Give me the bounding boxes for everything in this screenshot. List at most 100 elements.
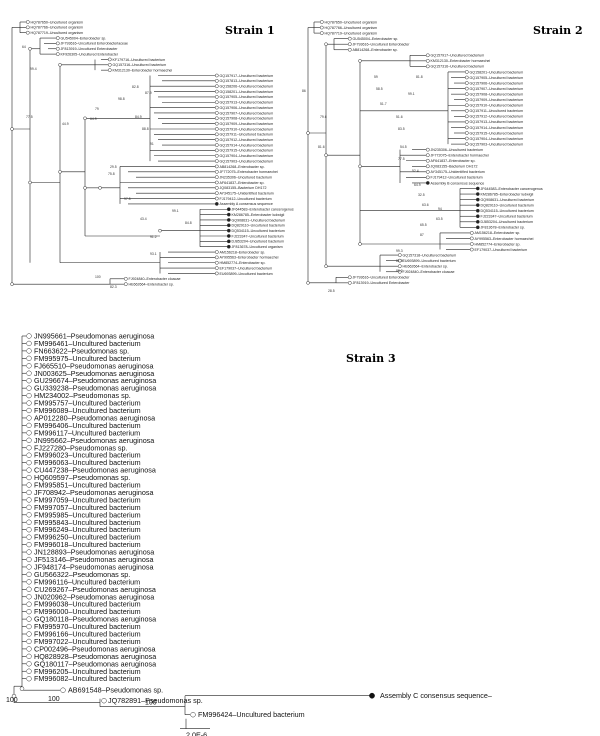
bootstrap-value: 32.5 (418, 193, 425, 197)
tree-node (464, 97, 469, 102)
tree-node (55, 36, 60, 40)
tree-node (464, 81, 469, 85)
tree-node (214, 84, 219, 89)
taxon-label: GQ157913–Uncultured bacterium (470, 120, 524, 124)
tree-node (226, 244, 231, 249)
tree-node (347, 47, 352, 52)
taxon-label: JF793616–Uncultured Enterobacteriaceae (61, 42, 129, 46)
tree-node (347, 42, 352, 47)
taxon-label: GQ158206–Uncultured bacterium (220, 85, 274, 89)
taxon-label: DQ534115–Uncultured bacterium (232, 229, 285, 233)
taxon-label: FJ665510–Pseudomonas aeruginosa (34, 361, 153, 370)
tree-node (26, 497, 32, 503)
taxon-label: EU693899–Uncultured bacterium (403, 259, 456, 263)
tree-node (26, 653, 32, 660)
bootstrap-value: 87 (420, 233, 424, 237)
taxon-label: JF644583–Enterobacter cancerogenus (481, 187, 543, 191)
taxon-label: GQ157917–Uncultured bacterium (220, 74, 274, 78)
taxon-label: FM996038–Uncultured bacterium (34, 600, 141, 609)
tree-node (464, 125, 469, 130)
tree-node (26, 348, 32, 354)
taxon-label: GQ157915–Uncultured bacterium (470, 131, 524, 135)
tree-node (26, 407, 32, 414)
tree-node (464, 86, 469, 91)
strain3-title: Strain 3 (346, 352, 396, 365)
tree-node (464, 103, 469, 108)
tree-node (358, 164, 362, 169)
taxon-label: GU545004–Enterobacter sp. (353, 37, 399, 41)
taxon-label: HQ609597–Pseudomonas sp. (34, 473, 130, 482)
bootstrap-value: 88.8 (142, 127, 149, 131)
taxon-label: FJ179412–Uncultured bacterium (431, 176, 483, 180)
bootstrap-value: 99.1 (172, 209, 179, 213)
tree-node (306, 281, 310, 285)
tree-node (101, 698, 107, 704)
tree-node (98, 186, 102, 190)
taxon-label: GQ157904–Uncultured bacterium (220, 154, 274, 158)
tree-node (347, 275, 352, 280)
tree-node (319, 25, 324, 30)
tree-node (190, 712, 196, 718)
tree-node (26, 646, 32, 652)
tree-node (324, 153, 328, 157)
tree-node (26, 527, 32, 533)
taxon-label: DQ829110–Uncultured bacterium (232, 224, 285, 228)
taxon-label: GQ157912–Uncultured bacterium (470, 115, 524, 119)
taxon-label: GQ157906–Uncultured bacterium (470, 81, 524, 85)
tree-node (26, 452, 32, 458)
tree-node (26, 378, 32, 384)
tree-node (26, 586, 32, 592)
taxon-label: AF641837–Enterobacter sp. (220, 181, 265, 185)
taxon-label: JF793616–Uncultured Enterobacter (353, 43, 411, 47)
tree-node (26, 541, 32, 548)
tree-node (469, 247, 474, 252)
taxon-label: JN235306–Uncultured bacterium (220, 175, 273, 179)
tree-node (123, 282, 128, 286)
taxon-label: GQ157906–Uncultured bacterium (220, 106, 274, 110)
tree-node (83, 186, 87, 190)
taxon-label: AY345175–Unidentified bacterium (220, 192, 274, 196)
tree-node (25, 20, 30, 24)
taxon-label: CU269267–Pseudomonas aeruginosa (34, 585, 156, 594)
taxon-label: KM312130–Enterobacter hormaechei (431, 59, 491, 63)
taxon-label: JF772075–Enterobacter hormaechei (431, 154, 490, 158)
tree-node (475, 208, 480, 213)
taxon-label: KF179716–Uncultured bacterium (113, 58, 166, 62)
bootstrap-value: 81.9 (396, 259, 403, 263)
tree-node (107, 62, 112, 67)
taxon-label: EU693899–Uncultured bacterium (220, 272, 273, 276)
tree-node (19, 686, 25, 691)
bootstrap-value: 99.3 (396, 249, 403, 253)
tree-node (347, 36, 352, 41)
tree-node (464, 75, 469, 80)
tree-node (28, 180, 32, 185)
bootstrap-value: 100 (145, 700, 157, 707)
tree-node (464, 92, 469, 97)
tree-node (58, 63, 62, 67)
taxon-label: KM286785–Enterobacter ludwigii (232, 213, 285, 217)
taxon-label: JN003625–Pseudomonas aeruginosa (34, 369, 154, 378)
tree-node (107, 68, 112, 73)
taxon-label: FM995985–Uncultured bacterium (34, 510, 141, 519)
tree-node (469, 236, 474, 241)
tree-node (214, 159, 219, 163)
bootstrap-value: 63.6 (422, 203, 429, 207)
tree-node (26, 392, 32, 399)
tree-node (214, 73, 219, 78)
taxon-label: AY345175–Unidentified bacterium (431, 170, 485, 174)
taxon-label: HE662664–Enterobacter sp. (129, 282, 174, 286)
taxon-label: HQ787766–Uncultured organism (31, 26, 84, 30)
tree-node (26, 668, 32, 674)
tree-node (464, 120, 469, 124)
taxon-label: FM996082–Uncultured bacterium (34, 674, 141, 683)
tree-node (358, 242, 362, 246)
bootstrap-value: 79 (95, 107, 99, 111)
tree-node (397, 258, 402, 263)
tree-node (226, 239, 231, 244)
bootstrap-value: 87.9 (145, 91, 152, 95)
tree-node (214, 148, 219, 153)
tree-node (26, 474, 32, 481)
tree-node (464, 131, 469, 135)
tree-node (214, 95, 219, 99)
